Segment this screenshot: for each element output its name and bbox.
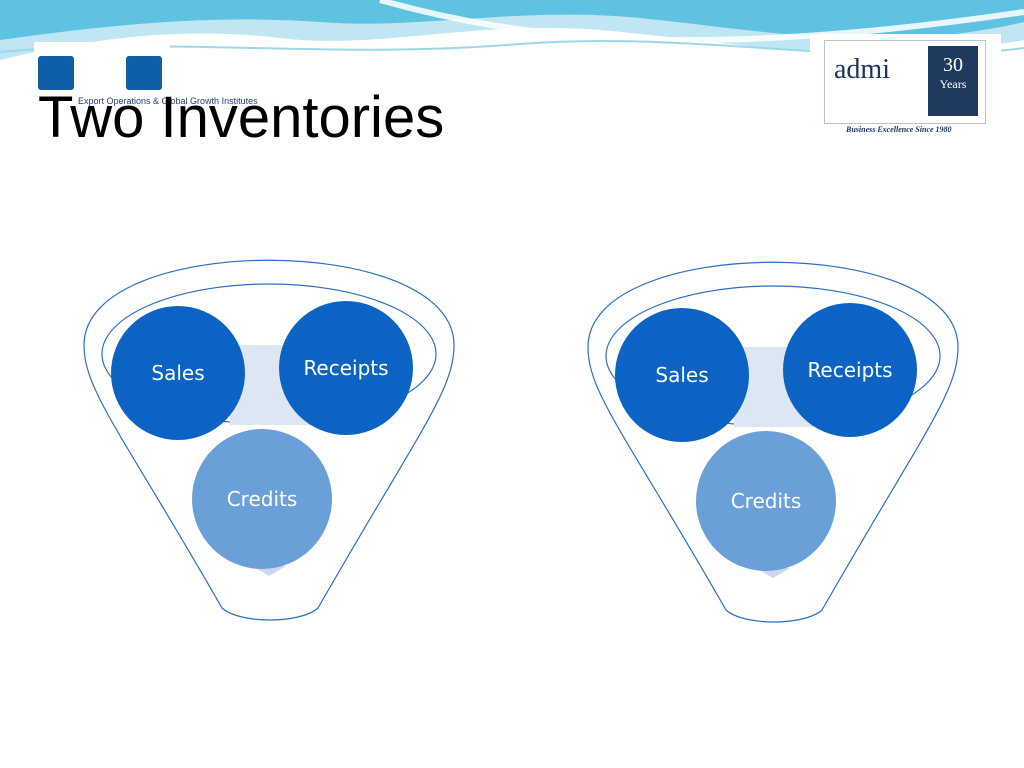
logo-years-badge: 30 Years (928, 46, 978, 116)
slide-title: Two Inventories (38, 85, 445, 150)
logo-years-label: Years (939, 77, 967, 91)
receipts-label: Receipts (303, 356, 388, 380)
credits-circle (696, 431, 836, 571)
sales-circle (111, 306, 245, 440)
logo-mark-e (38, 56, 74, 90)
logo-subtitle: Export Operations & Global Growth Instit… (78, 96, 258, 106)
receipts-circle (783, 303, 917, 437)
logo-mark-g (126, 56, 162, 90)
funnel-diagram-left: Sales Receipts Credits (83, 259, 455, 621)
funnel-outline (83, 259, 455, 621)
logo-frame (824, 40, 986, 124)
sales-label: Sales (655, 363, 708, 387)
credits-circle (192, 429, 332, 569)
credits-label: Credits (731, 489, 802, 513)
sales-label: Sales (151, 361, 204, 385)
credits-label: Credits (227, 487, 298, 511)
logo-years-number: 30 (943, 54, 963, 76)
receipts-circle (279, 301, 413, 435)
admi-logo: admi 30 Years Business Excellence Since … (810, 34, 1001, 142)
logo-tagline: Business Excellence Since 1980 (846, 125, 952, 134)
eog-logo: Export Operations & Global Growth Instit… (34, 42, 258, 120)
funnel-diagram-right: Sales Receipts Credits (587, 261, 959, 623)
logo-name: admi (834, 54, 890, 85)
sales-circle (615, 308, 749, 442)
funnel-outline (587, 261, 959, 623)
receipts-label: Receipts (807, 358, 892, 382)
